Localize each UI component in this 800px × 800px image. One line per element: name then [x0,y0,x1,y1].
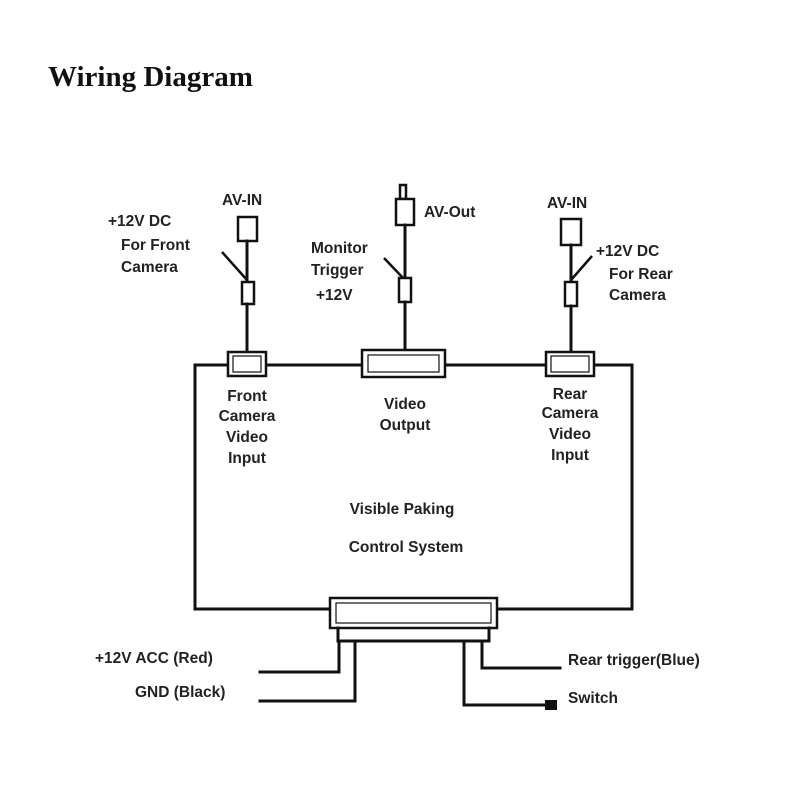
bottom-wires [258,639,562,710]
front-input-label-4: Input [228,450,266,467]
front-power-plug-icon [240,280,256,306]
rear-av-in-label: AV-IN [547,195,587,212]
av-out-pin-icon [398,183,408,201]
rear-power-label-1: +12V DC [596,243,659,260]
acc-wire-label: +12V ACC (Red) [95,650,213,667]
bottom-connector [328,596,499,643]
rear-input-label-2: Camera [542,405,599,422]
rear-av-in-plug-icon [559,217,583,247]
front-power-wire [221,251,248,281]
front-av-in-plug-icon [236,215,259,243]
front-input-label-2: Camera [219,408,276,425]
rear-input-label-1: Rear [553,386,587,403]
switch-plug-icon [545,700,557,710]
monitor-trigger-plug-icon [397,276,413,304]
switch-wire-label: Switch [568,690,618,707]
front-camera-branch [221,215,268,378]
monitor-branch [360,183,447,379]
av-out-label: AV-Out [424,204,475,221]
monitor-trigger-label-1: Monitor [311,240,368,257]
diagram-title: Wiring Diagram [48,61,253,93]
gnd-wire-label: GND (Black) [135,684,225,701]
acc-wire [258,639,341,674]
rear-trigger-wire-label: Rear trigger(Blue) [568,652,700,669]
front-power-label-2: For Front [121,237,190,254]
monitor-trigger-label-2: Trigger [311,262,364,279]
video-output-label-2: Output [380,417,431,434]
video-output-connector-icon [360,348,447,379]
rear-power-label-3: Camera [609,287,666,304]
gnd-wire [258,639,357,703]
rear-input-label-3: Video [549,426,591,443]
system-label-2: Control System [349,539,464,556]
switch-wire [462,639,547,707]
front-power-label-1: +12V DC [108,213,171,230]
control-box [193,363,634,611]
video-output-label-1: Video [384,396,426,413]
rear-input-label-4: Input [551,447,589,464]
monitor-trigger-label-3: +12V [316,287,353,304]
rear-trigger-wire [480,639,562,670]
rear-camera-branch [544,217,596,378]
av-out-plug-icon [394,197,416,227]
monitor-trigger-wire [383,257,406,281]
rear-power-wire [570,255,593,281]
front-power-label-3: Camera [121,259,178,276]
front-av-in-label: AV-IN [222,192,262,209]
front-input-label-1: Front [227,388,267,405]
front-input-label-3: Video [226,429,268,446]
system-label-1: Visible Paking [350,501,455,518]
rear-power-label-2: For Rear [609,266,673,283]
rear-power-plug-icon [563,280,579,308]
